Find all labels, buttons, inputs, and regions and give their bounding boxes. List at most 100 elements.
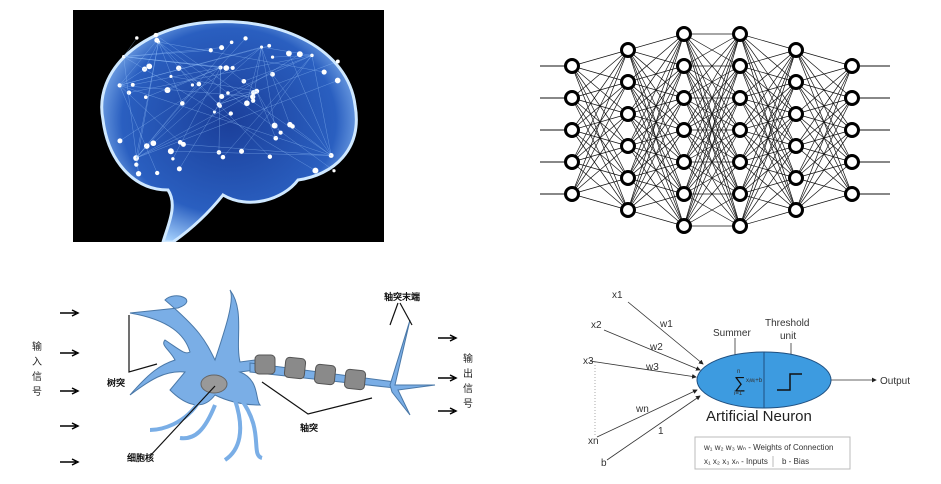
network-node [620,170,636,186]
neural-spark [229,40,234,45]
neural-spark [169,74,173,78]
edge [571,81,629,195]
edge [571,49,629,195]
edge [795,65,853,147]
edge [683,193,741,227]
edge [627,193,685,211]
edge [795,49,853,67]
input-x3: x3 [583,356,594,367]
legend-inputs: x₁ x₂ x₃ xₙ - Inputs [704,457,768,466]
input-x2: x2 [591,320,602,331]
network-node [564,186,580,202]
bias-weight: 1 [658,426,664,437]
neural-spark [271,122,278,129]
neural-spark [130,82,135,87]
edge [627,33,685,179]
output-signal-label-char: 输 [463,352,473,365]
neural-link [119,85,181,143]
network-node [732,58,748,74]
edge [683,33,741,131]
edge [739,49,797,131]
edge [627,65,685,211]
edge [739,49,797,163]
neural-spark [228,111,233,116]
diagram-title: Artificial Neuron [706,408,812,425]
network-node [732,154,748,170]
network-node [788,138,804,154]
neural-link [119,46,262,142]
neural-link [123,56,139,174]
neural-link [243,55,313,82]
input-xn: xn [588,436,599,447]
output-arrow [438,334,458,342]
dendrite-label: 树突 [107,377,125,389]
input-arrow [60,458,80,466]
edge [739,49,797,67]
network-node [788,42,804,58]
neuron-cell [129,289,436,462]
legend-weights: w₁ w₂ w₃ wₙ - Weights of Connection [703,443,833,452]
neural-link [272,55,312,58]
sigma-symbol: ∑ [734,375,745,392]
neural-spark [312,167,319,174]
network-node [732,26,748,42]
neural-spark [321,69,327,75]
edge [627,33,685,147]
neural-spark [278,130,283,135]
neural-link [256,91,281,133]
artificial-neuron-diagram: ∑ n i=1 xᵢwᵢ+b x1 x2 x3 xn b w1 w2 w3 wn… [583,290,910,470]
network-node [676,26,692,42]
neural-link [261,47,291,125]
sum-formula: xᵢwᵢ+b [746,378,763,384]
network-node [788,106,804,122]
edge [739,81,797,227]
output-signal-label-char: 出 [463,367,473,380]
edge [571,49,629,131]
neural-link [123,50,211,57]
neural-spark [243,36,248,41]
neural-spark [146,63,153,70]
neural-link [183,144,332,156]
network-node [564,154,580,170]
neural-spark [332,169,336,173]
neural-link [311,55,332,156]
network-node [844,186,860,202]
summer-label: Summer [713,328,751,339]
neural-link [135,80,338,159]
edge [795,65,853,179]
input-signal-label-char: 信 [32,371,42,383]
input-x1: x1 [612,290,623,301]
neural-link [292,126,332,156]
neural-link [119,85,332,156]
neural-spark [180,101,185,106]
neural-link [153,46,262,144]
neural-link [272,74,332,156]
output-signal-label-char: 信 [463,383,473,395]
sum-lower: i=1 [734,391,743,397]
step-function-icon [777,373,802,391]
network-node [676,58,692,74]
neural-link [179,104,220,170]
edge [627,33,685,211]
network-node [732,90,748,106]
edge [739,145,797,227]
label-pointers [128,302,413,457]
neural-spark [135,36,139,40]
legend-bias: b - Bias [782,457,809,466]
input-bias: b [601,458,607,469]
nucleus-shape [200,374,228,394]
edge [571,193,629,211]
neural-link [119,40,157,86]
edge [627,33,685,115]
neural-link [119,46,262,86]
neural-spark [226,91,230,95]
input-arrows [60,309,80,466]
edge [795,65,853,115]
edge [795,129,853,211]
input-arrow [60,349,80,357]
edge [627,33,685,83]
neural-link [170,151,332,156]
neural-spark [177,140,183,145]
neural-spark [310,53,314,58]
